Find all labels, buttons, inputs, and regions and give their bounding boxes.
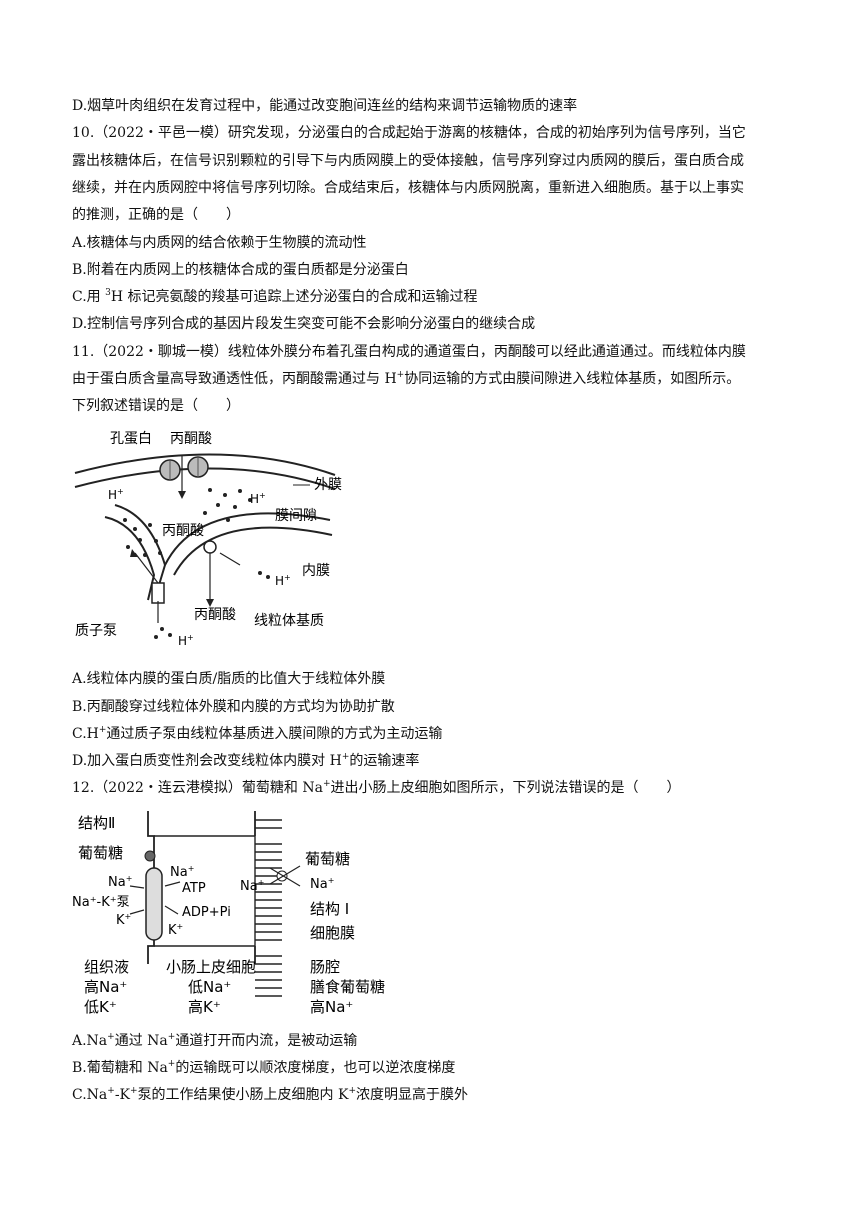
lumen-label: 肠腔 — [310, 958, 340, 976]
q11-option-a: A.线粒体内膜的蛋白质/脂质的比值大于线粒体外膜 — [72, 671, 386, 687]
outer-membrane-label: 外膜 — [314, 477, 342, 493]
q11-option-b: B.丙酮酸穿过线粒体外膜和内膜的方式均为协助扩散 — [72, 699, 395, 715]
membrane-label: 细胞膜 — [310, 924, 355, 942]
high-na-label: 高Na⁺ — [84, 978, 127, 996]
q10-stem-line3: 继续，并在内质网腔中将信号序列切除。合成结束后，核糖体与内质网脱离，重新进入细胞… — [72, 180, 744, 196]
inner-membrane-label: 内膜 — [302, 563, 330, 579]
microvilli — [254, 819, 282, 997]
q12-option-c: C.Na+-K+泵的工作结果使小肠上皮细胞内 K+浓度明显高于膜外 — [72, 1086, 469, 1104]
mitochondria-diagram: 孔蛋白 丙酮酸 外膜 H+ H+ 膜间隙 丙酮酸 H+ 内膜 丙酮酸 线粒体基质… — [74, 431, 342, 645]
k-left-label: K+ — [116, 912, 131, 928]
q10-option-a: A.核糖体与内质网的结合依赖于生物膜的流动性 — [72, 235, 367, 251]
adp-label: ADP+Pi — [182, 905, 231, 920]
porin-icon-1 — [159, 459, 181, 481]
q10-stem-line1: 10.（2022・平邑一模）研究发现，分泌蛋白的合成起始于游离的核糖体，合成的初… — [72, 125, 746, 141]
porin-icon-2 — [187, 456, 209, 478]
q12-option-b: B.葡萄糖和 Na+的运输既可以顺浓度梯度，也可以逆浓度梯度 — [72, 1059, 456, 1077]
intestinal-cell-diagram: 结构Ⅱ 葡萄糖 Na+ Na+ ATP Na⁺-K⁺泵 ADP+Pi K+ K+… — [72, 811, 385, 1016]
glucose-carrier-icon — [144, 850, 156, 862]
symporter-icon — [203, 540, 217, 554]
low-na-label: 低Na⁺ — [188, 978, 231, 996]
q10-option-d: D.控制信号序列合成的基因片段发生突变可能不会影响分泌蛋白的继续合成 — [72, 316, 536, 332]
h-mid-label: H+ — [250, 491, 266, 506]
q11-stem-line3: 下列叙述错误的是（ ） — [72, 398, 240, 414]
q11-option-c: C.H+通过质子泵由线粒体基质进入膜间隙的方式为主动运输 — [72, 725, 443, 743]
pyruvate-low-label: 丙酮酸 — [194, 607, 236, 623]
cell-label: 小肠上皮细胞 — [166, 958, 256, 976]
h-bottom-label: H+ — [178, 633, 194, 645]
high-k-label: 高K⁺ — [188, 998, 221, 1016]
q11-stem-line2: 由于蛋白质含量高导致通透性低，丙酮酸需通过与 H+协同运输的方式由膜间隙进入线粒… — [72, 370, 741, 388]
proton-pump-icon — [151, 582, 165, 604]
q9-option-d: D.烟草叶肉组织在发育过程中，能通过改变胞间连丝的结构来调节运输物质的速率 — [72, 98, 578, 114]
porin-label: 孔蛋白 — [110, 431, 152, 447]
tissue-fluid-label: 组织液 — [84, 958, 129, 976]
high-na2-label: 高Na⁺ — [310, 998, 353, 1016]
matrix-label: 线粒体基质 — [254, 612, 324, 629]
q12-stem: 12.（2022・连云港模拟）葡萄糖和 Na+进出小肠上皮细胞如图所示，下列说法… — [72, 779, 681, 797]
h-left-label: H+ — [108, 487, 124, 502]
na-k-pump-icon — [145, 867, 163, 941]
struct1-label: 结构 I — [310, 900, 349, 918]
q12-option-a: A.Na+通过 Na+通道打开而内流，是被动运输 — [72, 1032, 358, 1050]
na-left-label: Na+ — [108, 874, 132, 890]
q11-option-d: D.加入蛋白质变性剂会改变线粒体内膜对 H+的运输速率 — [72, 752, 420, 770]
intermembrane-label: 膜间隙 — [275, 508, 317, 524]
k-bottom-label: K+ — [168, 922, 183, 938]
h-right-label: H+ — [275, 573, 291, 588]
na-right2-label: Na+ — [310, 876, 334, 892]
glucose-right-label: 葡萄糖 — [305, 850, 350, 868]
atp-label: ATP — [182, 881, 206, 896]
q10-stem-line4: 的推测，正确的是（ ） — [72, 207, 240, 223]
na-right-label: Na+ — [240, 878, 264, 894]
q10-option-c: C.用 3H 标记亮氨酸的羧基可追踪上述分泌蛋白的合成和运输过程 — [72, 288, 478, 306]
q10-option-b: B.附着在内质网上的核糖体合成的蛋白质都是分泌蛋白 — [72, 262, 409, 278]
pump-label: Na⁺-K⁺泵 — [72, 895, 130, 910]
struct2-label: 结构Ⅱ — [78, 814, 115, 832]
proton-pump-label: 质子泵 — [75, 623, 117, 639]
pyruvate-top-label: 丙酮酸 — [170, 431, 212, 447]
q10-stem-line2: 露出核糖体后，在信号识别颗粒的引导下与内质网膜上的受体接触，信号序列穿过内质网的… — [72, 153, 744, 169]
low-k-label: 低K⁺ — [84, 998, 117, 1016]
dietary-glucose-label: 膳食葡萄糖 — [310, 978, 385, 996]
glucose-left-label: 葡萄糖 — [78, 844, 123, 862]
q11-stem-line1: 11.（2022・聊城一模）线粒体外膜分布着孔蛋白构成的通道蛋白，丙酮酸可以经此… — [72, 344, 746, 360]
pyruvate-mid-label: 丙酮酸 — [162, 523, 204, 539]
na-top-label: Na+ — [170, 864, 194, 880]
